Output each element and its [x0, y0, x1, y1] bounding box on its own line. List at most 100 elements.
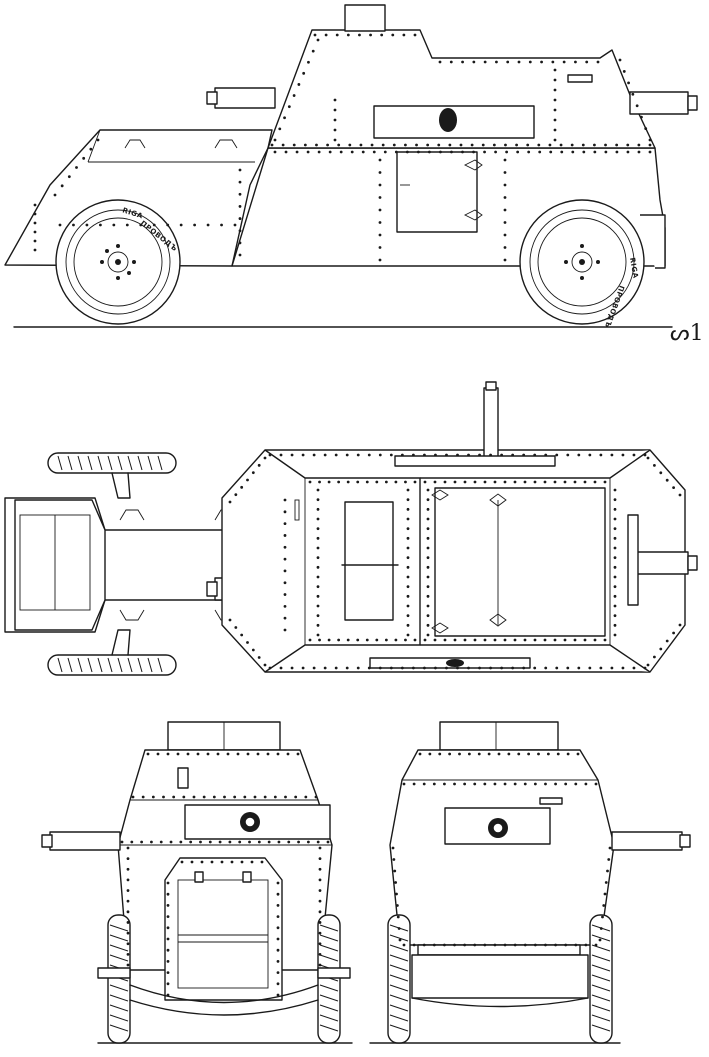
rivet — [599, 453, 603, 457]
rivet — [295, 150, 299, 154]
rivet — [126, 963, 130, 967]
rivet — [599, 666, 603, 670]
rivet — [426, 623, 430, 627]
rivet — [433, 638, 437, 642]
rivet — [400, 453, 404, 457]
rivet — [218, 840, 222, 844]
rivet — [648, 138, 652, 142]
rivet — [570, 143, 574, 147]
rivet — [522, 453, 526, 457]
rear-tire-brand: RIGA — [628, 257, 640, 279]
rivet — [555, 666, 559, 670]
rivet — [367, 453, 371, 457]
rivet — [318, 952, 322, 956]
rivet — [253, 795, 257, 799]
rivet — [345, 666, 349, 670]
rivet — [316, 565, 320, 569]
rivet — [263, 795, 267, 799]
rivet — [193, 223, 197, 227]
rivet — [176, 752, 180, 756]
rivet — [426, 565, 430, 569]
side-view: RIGA ПРОВОДЪ RIGA ПРОВОДЪ ᔕ1 — [4, 4, 704, 346]
rivet — [483, 782, 487, 786]
rivet — [276, 904, 280, 907]
rivet — [453, 480, 457, 484]
front-view-gun-barrel — [49, 831, 121, 851]
rivet — [613, 565, 617, 569]
rivet — [604, 143, 607, 147]
rivet — [473, 480, 477, 484]
rivet — [584, 782, 588, 786]
rivet — [613, 556, 617, 560]
rivet — [146, 752, 150, 756]
rivet — [543, 480, 547, 484]
rivet — [202, 795, 206, 799]
rivet — [256, 752, 260, 756]
rivet — [463, 782, 467, 786]
rivet — [378, 196, 382, 199]
rivet — [126, 889, 130, 892]
rivet — [672, 486, 675, 489]
rivet — [538, 150, 542, 154]
rivet — [426, 575, 430, 579]
rivet — [375, 480, 379, 484]
rivet — [398, 938, 402, 942]
rivet — [463, 480, 467, 484]
rivet — [318, 942, 322, 946]
rivet — [493, 638, 497, 642]
top-roof-hatch-right — [434, 487, 606, 637]
rivet — [297, 83, 301, 86]
rivet — [238, 229, 242, 233]
rivet — [533, 666, 537, 670]
rivet — [632, 666, 636, 670]
rivet — [389, 666, 393, 670]
rivet — [166, 993, 170, 997]
rivet — [283, 569, 287, 573]
rivet — [365, 480, 369, 484]
rivet — [400, 666, 404, 670]
rivet — [199, 840, 202, 844]
rivet — [391, 33, 395, 37]
rivet — [583, 480, 587, 484]
rivet — [404, 143, 407, 147]
rivet — [238, 241, 242, 245]
rivet — [526, 143, 530, 147]
rivet — [613, 575, 617, 579]
rivet — [608, 846, 612, 850]
rivet — [585, 60, 589, 64]
rivet — [483, 480, 487, 484]
rivet — [392, 143, 396, 147]
rivet — [318, 878, 322, 882]
rivet — [445, 453, 448, 457]
rivet — [453, 782, 456, 786]
rivet — [533, 453, 537, 457]
rivet — [260, 860, 264, 864]
rivet — [527, 150, 531, 154]
rivet — [507, 752, 511, 756]
rivet — [389, 453, 393, 457]
rivet — [228, 840, 232, 844]
rivet — [613, 488, 617, 492]
rivet — [334, 453, 338, 457]
rivet — [601, 915, 604, 919]
rivet — [316, 498, 320, 502]
rivet — [378, 171, 382, 174]
rivet — [489, 453, 492, 457]
rivet — [283, 534, 287, 537]
rivet — [544, 943, 547, 947]
rivet — [426, 594, 430, 598]
rivet — [333, 128, 337, 132]
rivet — [250, 860, 254, 864]
rivet — [643, 666, 647, 670]
rivet — [613, 536, 617, 540]
rivet — [503, 196, 507, 199]
rivet — [517, 752, 521, 756]
rivet — [307, 60, 310, 64]
front-gun-barrel — [214, 87, 276, 109]
rivet — [583, 638, 587, 642]
rivet — [270, 143, 274, 147]
rivet — [412, 782, 416, 786]
rivet — [631, 92, 635, 96]
rivet — [665, 478, 669, 482]
rivet — [287, 840, 291, 844]
